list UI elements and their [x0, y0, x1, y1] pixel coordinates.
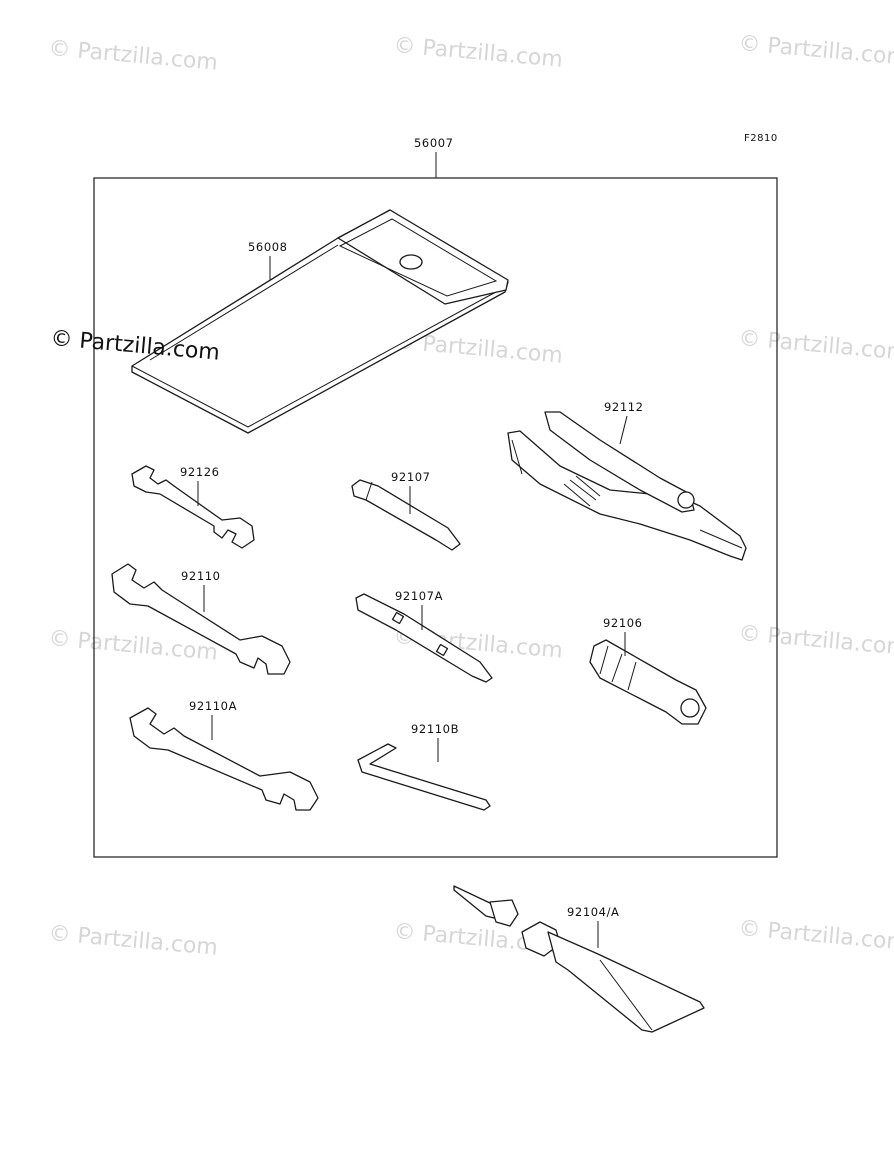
watermark: © Partzilla.com	[737, 31, 894, 71]
hex-key-drawing	[357, 743, 491, 811]
watermark: © Partzilla.com	[47, 36, 218, 76]
part-label: 92104/A	[567, 905, 620, 919]
part-label: 56008	[248, 240, 288, 254]
watermark: © Partzilla.com	[47, 921, 218, 961]
part-label: 92110A	[189, 699, 237, 713]
part-label: 92106	[603, 616, 643, 630]
part-label: 92112	[604, 400, 644, 414]
screwdriver-bit-drawing	[351, 479, 461, 551]
kit-frame	[93, 177, 778, 858]
handle-drawing	[589, 639, 707, 725]
watermark: © Partzilla.com	[737, 326, 894, 366]
part-label: 92110B	[411, 722, 459, 736]
grease-tube-drawing	[453, 885, 705, 1033]
screwdriver-blade-drawing	[355, 593, 493, 683]
wrench-small-drawing	[131, 465, 255, 549]
part-label: 92107A	[395, 589, 443, 603]
tool-bag-drawing	[131, 209, 509, 434]
part-label: 92126	[180, 465, 220, 479]
watermark: © Partzilla.com	[47, 626, 218, 666]
part-label: 92110	[181, 569, 221, 583]
wrench-medium-drawing	[111, 563, 291, 675]
part-label: 92107	[391, 470, 431, 484]
wrench-large-drawing	[129, 707, 319, 811]
watermark: © Partzilla.com	[737, 916, 894, 956]
part-leader	[619, 415, 628, 445]
pliers-drawing	[507, 411, 747, 561]
frame-label: 56007	[414, 136, 454, 150]
watermark: © Partzilla.com	[737, 621, 894, 661]
watermark: © Partzilla.com	[392, 33, 563, 73]
figure-code: F2810	[744, 133, 778, 144]
